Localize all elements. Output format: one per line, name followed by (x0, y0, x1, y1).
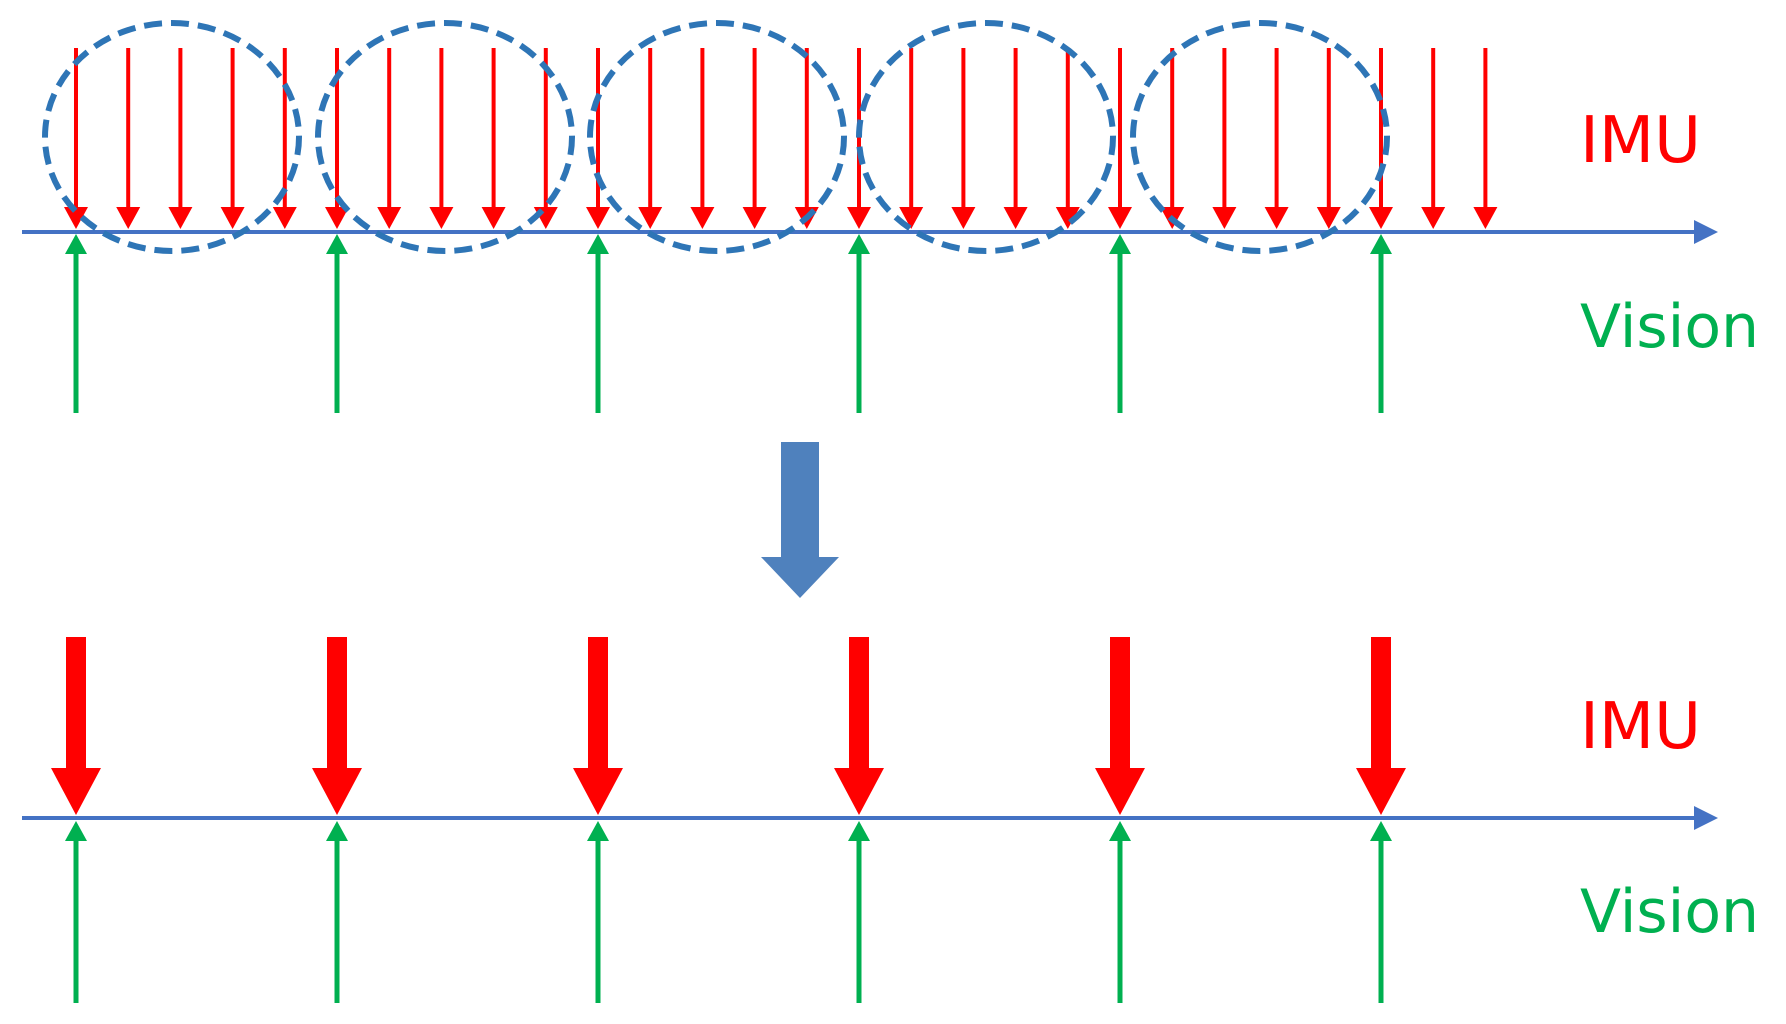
bottom-imu-arrows (51, 637, 1406, 815)
preintegrated-imu-arrow (1095, 637, 1145, 815)
top-axis-arrowhead (1694, 220, 1718, 244)
imu-group-outline (1130, 20, 1390, 254)
preintegrated-imu-arrow (51, 637, 101, 815)
vision-arrow (848, 821, 870, 1003)
imu-arrow (377, 48, 402, 229)
bottom-panel-preintegrated: IMU Vision (22, 637, 1759, 1003)
vision-arrow (1109, 821, 1131, 1003)
imu-arrow (1108, 48, 1132, 229)
imu-arrow (1003, 48, 1028, 229)
bottom-axis-arrowhead (1694, 806, 1718, 830)
imu-arrow (1160, 48, 1185, 229)
imu-arrow (220, 48, 245, 229)
imu-arrow (1055, 48, 1080, 229)
top-imu-arrows (64, 48, 1498, 229)
imu-arrow (116, 48, 141, 229)
top-panel-raw-measurements: IMU Vision (22, 20, 1759, 413)
imu-arrow (168, 48, 193, 229)
imu-arrow (429, 48, 454, 229)
imu-arrow (899, 48, 924, 229)
top-imu-label: IMU (1580, 104, 1701, 178)
imu-group-outline (856, 20, 1116, 254)
preintegrated-imu-arrow (1356, 637, 1406, 815)
preintegrated-imu-arrow (834, 637, 884, 815)
vision-arrow (587, 234, 609, 413)
top-vision-arrows (65, 234, 1392, 413)
imu-arrow (1264, 48, 1289, 229)
vision-arrow (1109, 234, 1131, 413)
imu-arrow (742, 48, 767, 229)
top-vision-label: Vision (1580, 292, 1759, 362)
imu-arrow (847, 48, 871, 229)
imu-arrow (1316, 48, 1341, 229)
vision-arrow (326, 821, 348, 1003)
imu-arrow (690, 48, 715, 229)
vision-arrow (1370, 821, 1392, 1003)
imu-arrow (64, 48, 88, 229)
preintegrated-imu-arrow (312, 637, 362, 815)
vision-arrow (65, 821, 87, 1003)
imu-arrow (1421, 48, 1446, 229)
imu-group-outlines (42, 20, 1390, 254)
imu-group-outline (42, 20, 302, 254)
vision-arrow (65, 234, 87, 413)
bottom-vision-arrows (65, 821, 1392, 1003)
imu-arrow (1473, 48, 1498, 229)
imu-arrow (1212, 48, 1237, 229)
bottom-vision-label: Vision (1580, 877, 1759, 947)
vision-arrow (587, 821, 609, 1003)
imu-arrow (586, 48, 610, 229)
imu-arrow (638, 48, 663, 229)
imu-group-outline (587, 20, 847, 254)
imu-arrow (1369, 48, 1393, 229)
bottom-imu-label: IMU (1580, 690, 1701, 764)
imu-group-outline (315, 20, 575, 254)
imu-arrow (481, 48, 506, 229)
vision-arrow (1370, 234, 1392, 413)
imu-arrow (794, 48, 819, 229)
imu-arrow (272, 48, 297, 229)
vision-arrow (848, 234, 870, 413)
vision-arrow (326, 234, 348, 413)
preintegrated-imu-arrow (573, 637, 623, 815)
imu-arrow (951, 48, 976, 229)
down-arrow-icon (761, 442, 839, 598)
